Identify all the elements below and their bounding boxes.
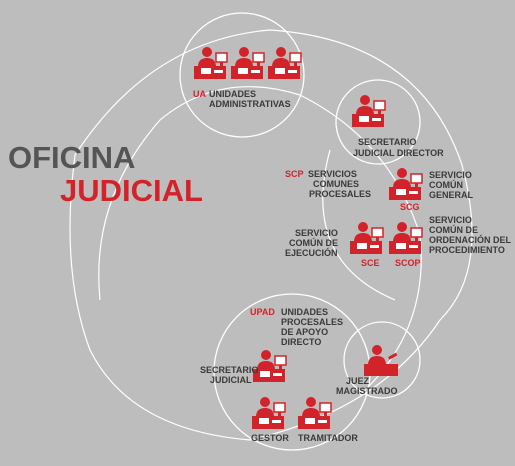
title-line-2: JUDICIAL xyxy=(60,173,203,208)
juez-label-1: JUEZ xyxy=(346,376,370,386)
ua-abbr: UA xyxy=(193,89,206,99)
scg-label-1: SERVICIO xyxy=(429,170,472,180)
scg-worker-icon xyxy=(388,167,423,201)
ua-label-1: UNIDADES xyxy=(209,89,256,99)
scop-label-2: COMÚN DE xyxy=(429,224,478,235)
outer-ring-left xyxy=(69,29,473,441)
secretario-director-circle xyxy=(335,79,421,165)
secretario-director-label-2: JUDICIAL DIRECTOR xyxy=(353,148,444,158)
upad-abbr: UPAD xyxy=(250,307,275,317)
scp-label-2: COMUNES xyxy=(313,179,359,189)
scop-label-3: ORDENACIÓN DEL xyxy=(429,234,512,245)
scg-label-3: GENERAL xyxy=(429,190,474,200)
upad-label-1: UNIDADES xyxy=(281,307,328,317)
connector-rings xyxy=(69,29,473,441)
sce-worker-icon xyxy=(349,221,384,255)
upad-label-4: DIRECTO xyxy=(281,337,321,347)
scg-label-2: COMÚN xyxy=(429,179,463,190)
title-line-1: OFICINA xyxy=(8,140,135,175)
scp-abbr: SCP xyxy=(285,169,304,179)
ua-label-2: ADMINISTRATIVAS xyxy=(209,99,291,109)
scp-label-3: PROCESALES xyxy=(309,189,371,199)
secretario-director-worker-icon xyxy=(351,94,386,128)
sce-label-2: COMÚN DE xyxy=(289,237,338,248)
juez-label-2: MAGISTRADO xyxy=(336,386,398,396)
ua-workers xyxy=(193,46,302,80)
judge-gavel-icon xyxy=(364,345,398,376)
inner-ring xyxy=(98,86,422,396)
sce-label-3: EJECUCIÓN xyxy=(285,247,338,258)
tramitador-label: TRAMITADOR xyxy=(298,433,358,443)
secretario-judicial-label-2: JUDICIAL xyxy=(210,375,252,385)
scg-abbr: SCG xyxy=(400,202,420,212)
gestor-label: GESTOR xyxy=(251,433,289,443)
ua-circle xyxy=(179,12,305,138)
scop-abbr: SCOP xyxy=(395,258,421,268)
scop-label-1: SERVICIO xyxy=(429,215,472,225)
scop-label-4: PROCEDIMIENTO xyxy=(429,245,505,255)
tramitador-worker-icon xyxy=(297,396,332,430)
gestor-worker-icon xyxy=(251,396,286,430)
secretario-director-label-1: SECRETARIO xyxy=(358,137,416,147)
sce-label-1: SERVICIO xyxy=(295,228,338,238)
upad-label-2: PROCESALES xyxy=(281,317,343,327)
secretario-judicial-label-1: SECRETARIO xyxy=(200,365,258,375)
juez-circle xyxy=(343,321,421,399)
upad-label-3: DE APOYO xyxy=(281,327,328,337)
ring-link-right xyxy=(322,149,396,301)
scp-label-1: SERVICIOS xyxy=(308,169,357,179)
sce-abbr: SCE xyxy=(361,258,380,268)
